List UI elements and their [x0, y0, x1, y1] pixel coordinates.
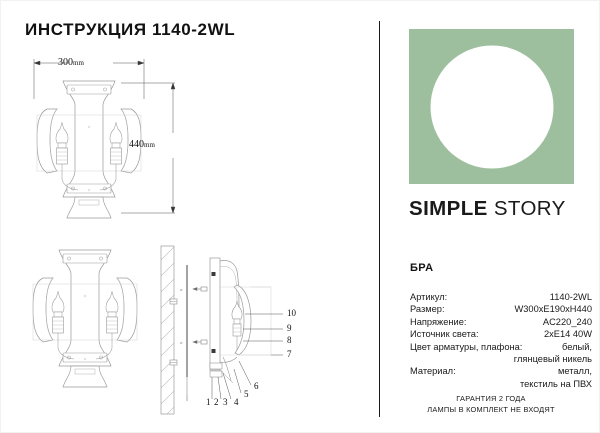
logo-word-simple: SIMPLE	[409, 197, 488, 220]
callout-8: 8	[287, 335, 292, 345]
spec-label-material: Материал:	[410, 366, 456, 377]
spec-value-article: 1140-2WL	[549, 292, 592, 302]
spec-value-material-continued: текстиль на ПВХ	[519, 378, 592, 389]
spec-row-size: Размер: W300xE190xH440	[410, 303, 592, 315]
width-dimension-label: 300mm	[58, 57, 84, 68]
spec-label-voltage: Напряжение:	[410, 316, 467, 327]
spec-row-voltage: Напряжение: AC220_240	[410, 316, 592, 328]
product-type-heading: БРА	[410, 262, 434, 274]
callout-9: 9	[287, 323, 292, 333]
spec-value-voltage: AC220_240	[542, 316, 592, 327]
callout-10: 10	[287, 308, 296, 318]
callout-6: 6	[254, 381, 259, 391]
bulbs-not-included-note: ЛАМПЫ В КОМПЛЕКТ НЕ ВХОДЯТ	[427, 404, 555, 414]
side-view-drawing: ⌀ ⌀	[179, 249, 319, 419]
spec-row-article: Артикул: 1140-2WL	[410, 291, 592, 303]
svg-text:⌀: ⌀	[180, 340, 183, 345]
specification-table: Артикул: 1140-2WL Размер: W300xE190xH440…	[410, 291, 592, 390]
logo-word-story: STORY	[493, 197, 566, 220]
callout-4: 4	[234, 397, 239, 407]
spec-row-light-source: Источник света: 2xE14 40W	[410, 328, 592, 340]
svg-text:⌀: ⌀	[180, 287, 183, 292]
spec-value-light-source: 2xE14 40W	[543, 329, 592, 340]
height-dimension-label: 440mm	[129, 139, 155, 150]
logo-mark-square	[409, 29, 574, 184]
spec-row-material: Материал: металл,	[410, 365, 592, 377]
spec-value-color: белый,	[562, 341, 592, 352]
spec-value-size: W300xE190xH440	[514, 304, 592, 315]
brand-logo: SIMPLE STORY	[409, 29, 574, 221]
footer-notes: ГАРАНТИЯ 2 ГОДА ЛАМПЫ В КОМПЛЕКТ НЕ ВХОД…	[390, 394, 592, 415]
spec-value-material: металл,	[557, 366, 592, 377]
page-title: ИНСТРУКЦИЯ 1140-2WL	[25, 20, 236, 39]
spec-label-article: Артикул:	[410, 292, 448, 302]
panel-divider	[379, 21, 381, 417]
callout-7: 7	[287, 349, 292, 359]
logo-circle-icon	[430, 45, 553, 168]
front-view-drawing	[23, 53, 188, 228]
front-view-mounting-drawing	[19, 244, 169, 416]
spec-label-light-source: Источник света:	[410, 329, 479, 340]
spec-value-color-continued: глянцевый никель	[513, 354, 592, 365]
callout-2: 2	[214, 397, 219, 407]
spec-label-color: Цвет арматуры, плафона:	[410, 341, 523, 352]
callout-3: 3	[223, 397, 228, 407]
logo-wordmark: SIMPLE STORY	[409, 197, 574, 221]
warranty-note: ГАРАНТИЯ 2 ГОДА	[456, 394, 526, 403]
spec-row-color: Цвет арматуры, плафона: белый,	[410, 341, 592, 353]
callout-1: 1	[206, 397, 211, 407]
callout-5: 5	[244, 389, 249, 399]
wall-section-hatch	[157, 244, 179, 416]
spec-label-size: Размер:	[410, 304, 445, 315]
